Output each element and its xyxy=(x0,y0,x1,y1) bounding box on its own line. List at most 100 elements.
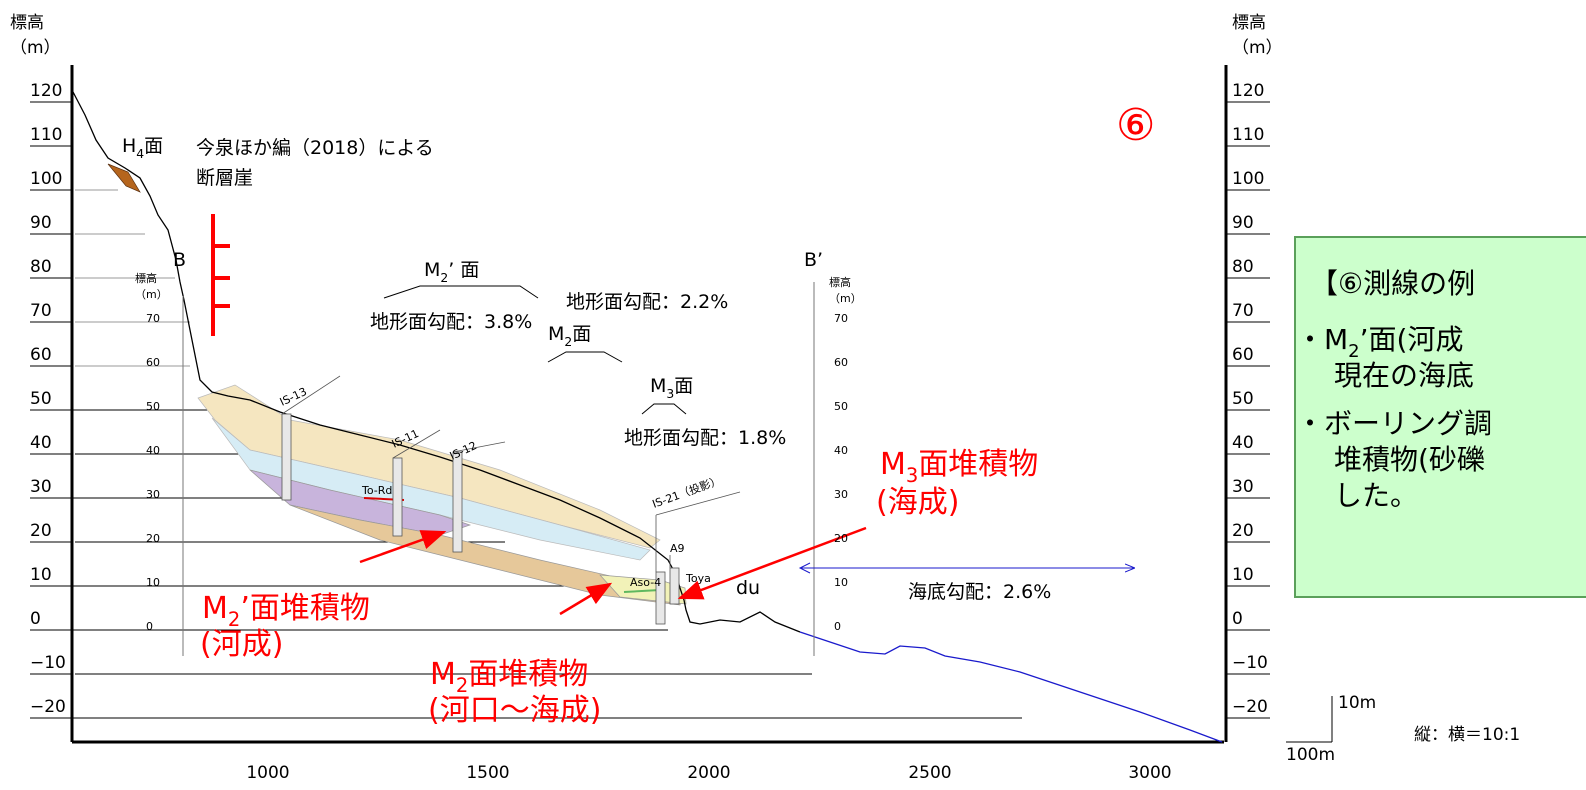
deposit-arrows xyxy=(359,526,867,616)
tord-label: To-Rd xyxy=(361,484,392,497)
deposit-layers xyxy=(107,163,687,606)
y-tick-label: 80 xyxy=(30,257,52,277)
x-tick-label: 2500 xyxy=(908,763,951,783)
seabed-slope-arrow xyxy=(798,562,1134,574)
y-tick-label: 110 xyxy=(30,125,62,145)
inset-tick-label: 30 xyxy=(834,488,848,501)
info-box-line1: ・M2’面(河成 xyxy=(1296,323,1464,362)
inset-tick-label: 0 xyxy=(146,620,153,633)
y-tick-label: 100 xyxy=(1232,169,1264,189)
inset-tick-label: 0 xyxy=(834,620,841,633)
slope-m2-prime: 地形面勾配：3.8% xyxy=(370,311,532,333)
borehole-is11 xyxy=(392,457,403,537)
inset-tick-label: 20 xyxy=(146,532,160,545)
borehole-is12 xyxy=(452,451,463,553)
inset-right-title-1: 標高 xyxy=(829,275,851,289)
borehole-is13 xyxy=(281,413,292,501)
info-box-line2: 現在の海底 xyxy=(1334,359,1475,392)
y-tick-label: 10 xyxy=(30,565,52,585)
inset-right-title-2: （m） xyxy=(829,292,862,305)
y-tick-label: 100 xyxy=(30,169,62,189)
inset-left-title-1: 標高 xyxy=(135,271,157,285)
m2-surface-label: M2面 xyxy=(548,323,591,349)
inset-tick-label: 60 xyxy=(146,356,160,369)
m2-deposit-label: M2面堆積物 xyxy=(430,657,588,697)
seabed-slope: 海底勾配：2.6% xyxy=(908,581,1051,603)
info-box-line4: 堆積物(砂礫 xyxy=(1334,443,1485,476)
fault-reference-2: 断層崖 xyxy=(196,167,253,189)
y-tick-label: 80 xyxy=(1232,257,1254,277)
boreholes xyxy=(281,375,741,625)
m3-surface-label: M3面 xyxy=(650,375,693,401)
section-number: ⑥ xyxy=(1116,100,1155,151)
y-tick-label: 120 xyxy=(30,81,62,101)
inset-left-title-2: （m） xyxy=(135,288,168,301)
x-tick-label: 1500 xyxy=(466,763,509,783)
slope-m2: 地形面勾配：2.2% xyxy=(566,291,728,313)
inset-tick-label: 70 xyxy=(834,312,848,325)
y-tick-label: 70 xyxy=(1232,301,1254,321)
inset-tick-label: 10 xyxy=(834,576,848,589)
inset-tick-label: 40 xyxy=(834,444,848,457)
y-tick-label: 40 xyxy=(1232,433,1254,453)
right-axis-unit-1: 標高 xyxy=(1232,13,1266,33)
scale-bar xyxy=(1286,696,1333,743)
section-start-b: B xyxy=(173,249,186,271)
borehole-a9 xyxy=(669,567,680,605)
y-tick-label: 30 xyxy=(30,477,52,497)
left-axis-unit-1: 標高 xyxy=(10,13,44,33)
y-tick-label: −10 xyxy=(1232,653,1268,673)
elevation-gridlines xyxy=(30,189,1022,719)
inset-tick-label: 20 xyxy=(834,532,848,545)
y-tick-label: 40 xyxy=(30,433,52,453)
scale-horizontal-label: 100m xyxy=(1286,745,1335,765)
inset-tick-label: 50 xyxy=(146,400,160,413)
terrain-profile xyxy=(71,89,801,633)
left-axis-stubs xyxy=(30,101,72,675)
y-tick-label: 0 xyxy=(1232,609,1243,629)
inset-tick-label: 30 xyxy=(146,488,160,501)
x-tick-label: 1000 xyxy=(246,763,289,783)
inset-left-tick-labels: 70 60 50 40 30 20 10 0 xyxy=(146,312,160,633)
h4-surface-patch xyxy=(107,163,141,193)
borehole-is21-label: IS-21（投影） xyxy=(650,473,723,511)
info-box-line5: した。 xyxy=(1334,479,1419,512)
y-tick-label: 60 xyxy=(30,345,52,365)
borehole-a9-label: A9 xyxy=(670,542,685,555)
y-tick-label: 70 xyxy=(30,301,52,321)
fault-reference-1: 今泉ほか編（2018）による xyxy=(196,137,434,159)
slope-m3: 地形面勾配：1.8% xyxy=(624,427,786,449)
y-tick-label: 50 xyxy=(1232,389,1254,409)
y-tick-label: 60 xyxy=(1232,345,1254,365)
m2-prime-deposit-label: M2’面堆積物 xyxy=(202,591,370,631)
m3-deposit-label: M3面堆積物 xyxy=(880,447,1038,487)
right-axis-stubs xyxy=(1226,101,1270,719)
x-tick-label: 2000 xyxy=(687,763,730,783)
seabed-profile xyxy=(799,631,1223,743)
inset-tick-label: 60 xyxy=(834,356,848,369)
borehole-is13-label: IS-13 xyxy=(278,385,309,409)
y-tick-label: −20 xyxy=(30,697,66,717)
inset-tick-label: 10 xyxy=(146,576,160,589)
info-box-line3: ・ボーリング調 xyxy=(1296,407,1493,440)
inset-tick-label: 70 xyxy=(146,312,160,325)
inset-axes xyxy=(182,282,815,656)
info-box-title: 【⑥測線の例 xyxy=(1310,267,1476,300)
y-tick-label: 50 xyxy=(30,389,52,409)
aso4-label: Aso-4 xyxy=(630,576,661,589)
du-label: du xyxy=(736,577,760,599)
y-tick-label: 0 xyxy=(30,609,41,629)
inset-tick-label: 40 xyxy=(146,444,160,457)
toya-label: Toya xyxy=(685,572,711,585)
left-axis-unit-2: （m） xyxy=(10,38,61,58)
fault-scarp-marker xyxy=(211,214,230,336)
info-box: 【⑥測線の例 ・M2’面(河成 現在の海底 ・ボーリング調 堆積物(砂礫 した。 xyxy=(1294,236,1586,598)
y-tick-label: −10 xyxy=(30,653,66,673)
scale-ratio: 縦：横＝10:1 xyxy=(1414,725,1520,745)
m2-prime-surface-label: M2’ 面 xyxy=(424,259,479,285)
section-end-b-prime: B’ xyxy=(804,249,823,271)
y-tick-label: 90 xyxy=(30,213,52,233)
